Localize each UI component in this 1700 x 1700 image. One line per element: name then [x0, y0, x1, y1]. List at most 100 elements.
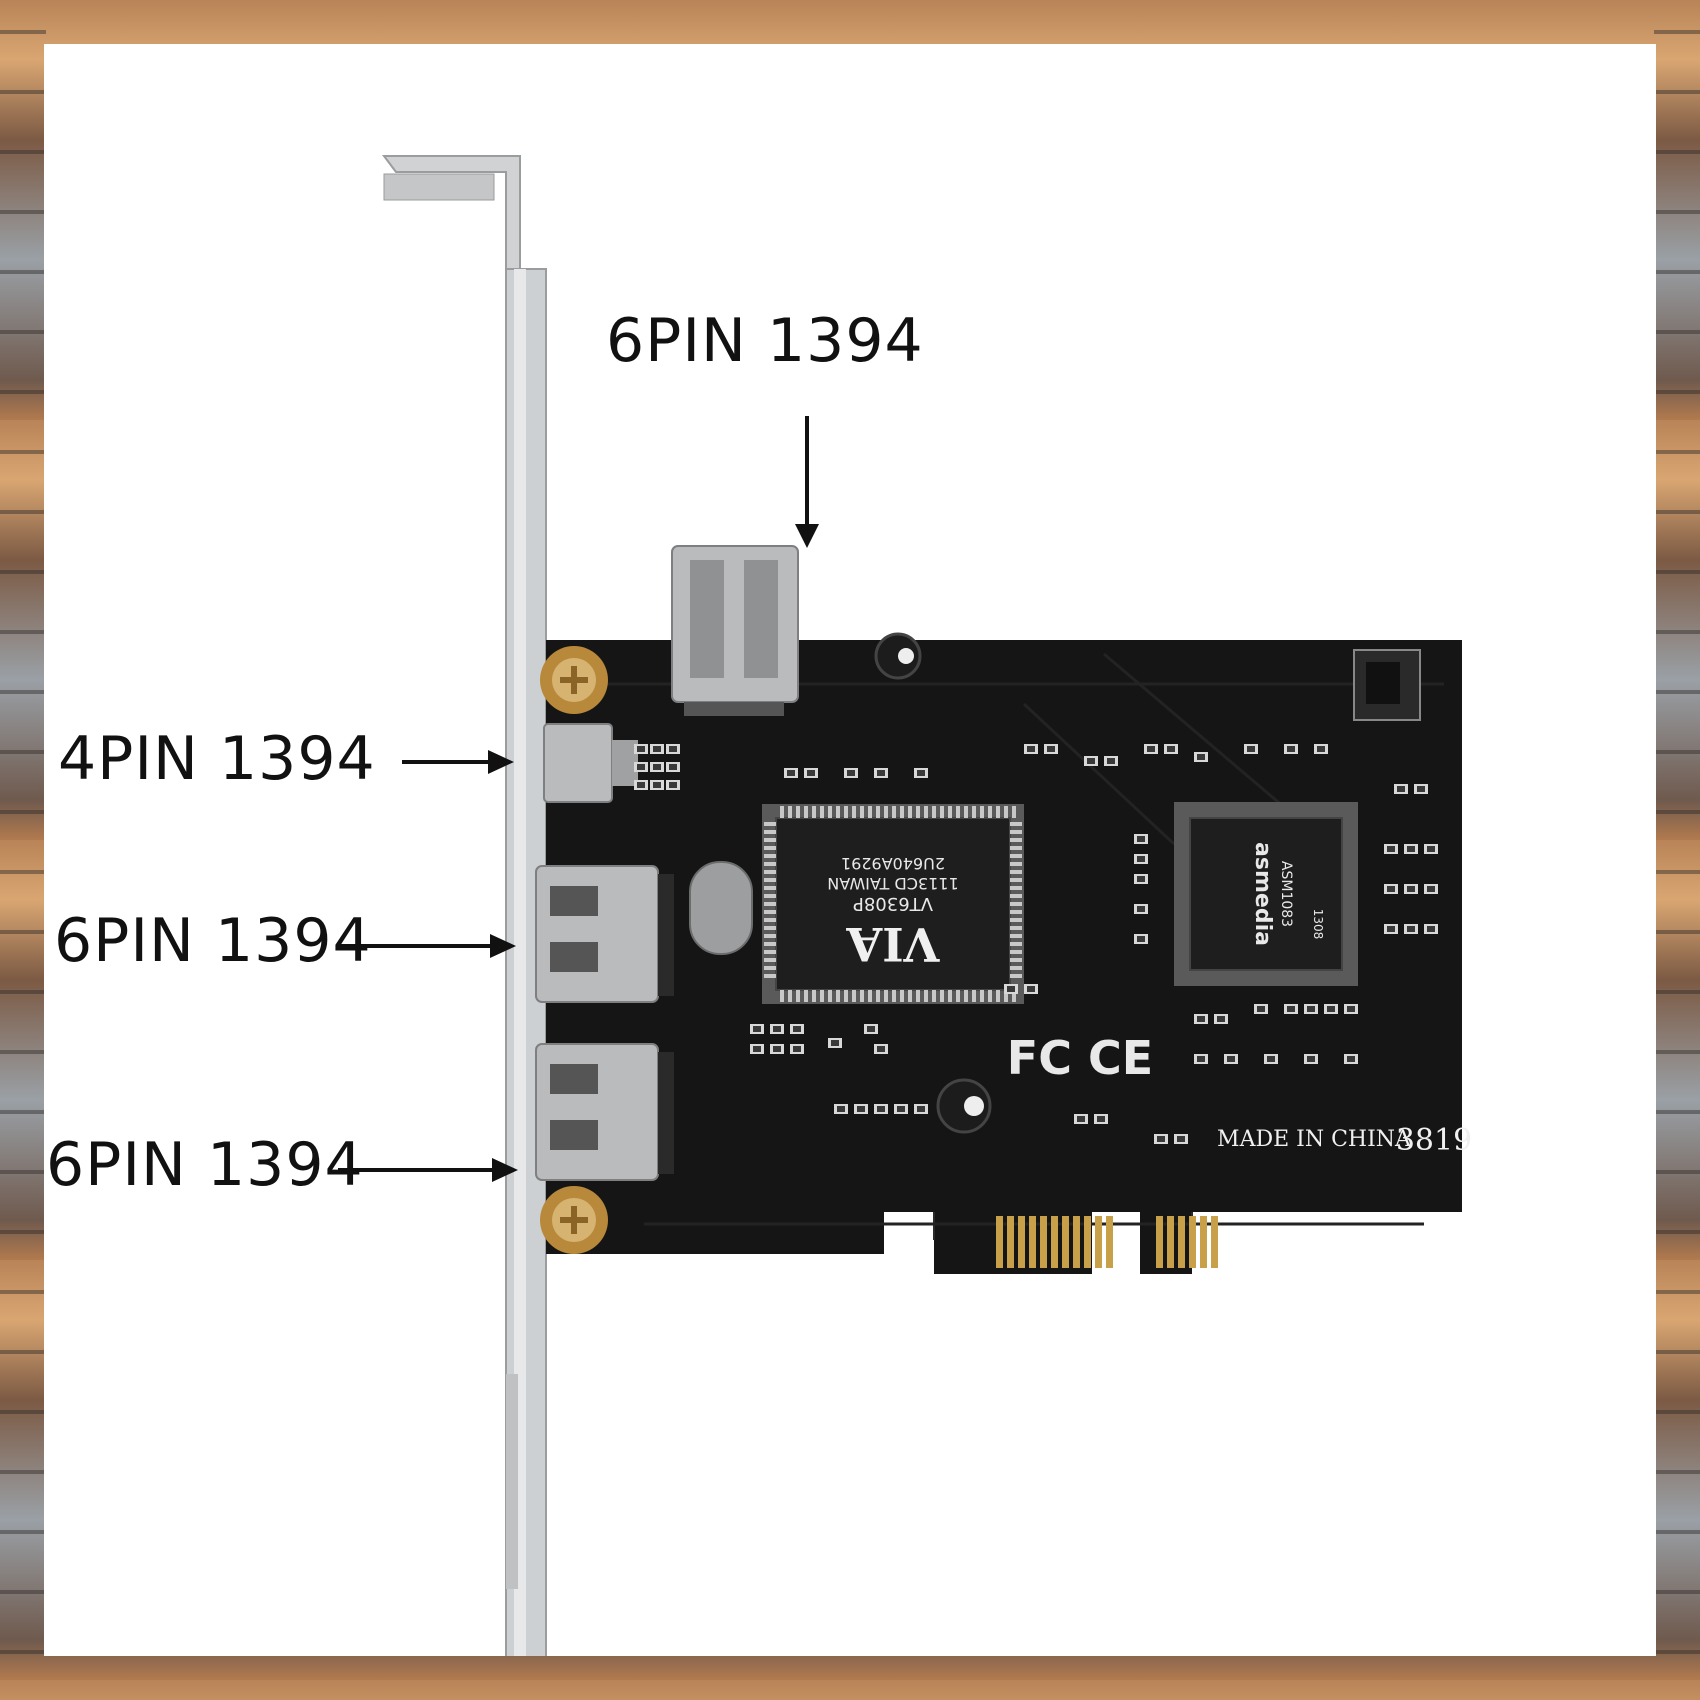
chip-pin	[764, 918, 776, 922]
chip-pin	[924, 990, 928, 1002]
chip-pin	[1010, 878, 1022, 882]
gold-finger	[1062, 1216, 1069, 1268]
chip-pin	[804, 806, 808, 818]
chip-pin	[964, 806, 968, 818]
chip-pin	[1010, 902, 1022, 906]
smd-body	[877, 770, 885, 776]
smd-body	[1047, 746, 1055, 752]
chip-pin	[804, 990, 808, 1002]
smd-body	[1407, 926, 1415, 932]
chip-pin	[868, 990, 872, 1002]
screw-icon	[540, 1186, 608, 1254]
arrow-right-icon	[340, 934, 516, 958]
chip-pin	[868, 806, 872, 818]
chip-pin	[996, 806, 1000, 818]
smd-body	[1167, 746, 1175, 752]
chip-pin	[764, 854, 776, 858]
chip-pin	[892, 990, 896, 1002]
smd-body	[1027, 746, 1035, 752]
chip-pin	[1010, 870, 1022, 874]
gold-finger	[996, 1216, 1003, 1268]
chip-pin	[828, 990, 832, 1002]
smd-body	[1137, 906, 1145, 912]
screw-icon	[540, 646, 608, 714]
chip-pin	[764, 846, 776, 850]
smd-body	[653, 782, 661, 788]
chip-pin	[764, 902, 776, 906]
smd-body	[1267, 1056, 1275, 1062]
smd-body	[1137, 836, 1145, 842]
chip-pin	[1010, 830, 1022, 834]
chip-pin	[1010, 886, 1022, 890]
chip-pin	[764, 862, 776, 866]
smd-body	[1217, 1016, 1225, 1022]
chip-pin	[1010, 846, 1022, 850]
chip-pin	[956, 806, 960, 818]
gold-finger	[1189, 1216, 1196, 1268]
smd-body	[787, 770, 795, 776]
smd-body	[1157, 1136, 1165, 1142]
smd-body	[807, 770, 815, 776]
chip-pin	[860, 990, 864, 1002]
smd-body	[1027, 986, 1035, 992]
smd-body	[1417, 786, 1425, 792]
chip-pin	[924, 806, 928, 818]
cert-marks: FC CE	[1007, 1031, 1153, 1085]
chip-pin	[764, 958, 776, 962]
chip-pin	[764, 910, 776, 914]
smd-body	[637, 746, 645, 752]
smd-body	[1427, 846, 1435, 852]
smd-body	[1147, 746, 1155, 752]
chip-pin	[764, 830, 776, 834]
chip-pin	[764, 934, 776, 938]
smd-body	[1137, 936, 1145, 942]
callout-4pin: 4PIN 1394	[58, 724, 376, 794]
gold-finger	[1178, 1216, 1185, 1268]
smd-body	[1407, 886, 1415, 892]
chip-pin	[812, 806, 816, 818]
smd-body	[1287, 746, 1295, 752]
chip-pin	[980, 990, 984, 1002]
gold-finger	[1073, 1216, 1080, 1268]
chip-pin	[1010, 894, 1022, 898]
chip-pin	[844, 806, 848, 818]
chip-pin	[780, 806, 784, 818]
gold-edge-connector	[996, 1216, 1218, 1268]
smd-body	[1137, 856, 1145, 862]
chip-pin	[764, 838, 776, 842]
smd-body	[847, 770, 855, 776]
chip-pin	[1010, 950, 1022, 954]
chip-bridge-model: ASM1083	[1278, 861, 1294, 927]
chip-pin	[764, 966, 776, 970]
chip-pin	[764, 894, 776, 898]
chip-pin	[916, 990, 920, 1002]
smd-body	[1427, 886, 1435, 892]
chip-main-brand: VIA	[845, 917, 940, 971]
gold-finger	[1167, 1216, 1174, 1268]
chip-pin	[836, 990, 840, 1002]
chip-pin	[956, 990, 960, 1002]
gold-finger	[1200, 1216, 1207, 1268]
chip-pin	[988, 990, 992, 1002]
chip-pin	[860, 806, 864, 818]
chip-pin	[828, 806, 832, 818]
smd-body	[1257, 1006, 1265, 1012]
smd-body	[653, 764, 661, 770]
smd-body	[1347, 1056, 1355, 1062]
chip-pin	[980, 806, 984, 818]
smd-body	[1307, 1006, 1315, 1012]
smd-body	[1097, 1116, 1105, 1122]
chip-pin	[1010, 966, 1022, 970]
chip-pin	[916, 806, 920, 818]
smd-body	[1177, 1136, 1185, 1142]
chip-pin	[1010, 934, 1022, 938]
chip-pin	[788, 806, 792, 818]
smd-body	[877, 1106, 885, 1112]
chip-pin	[932, 990, 936, 1002]
smd-body	[793, 1046, 801, 1052]
capacitor	[936, 1078, 992, 1134]
smd-body	[1287, 1006, 1295, 1012]
chip-pin	[1010, 822, 1022, 826]
smd-body	[1427, 926, 1435, 932]
gold-finger	[1084, 1216, 1091, 1268]
